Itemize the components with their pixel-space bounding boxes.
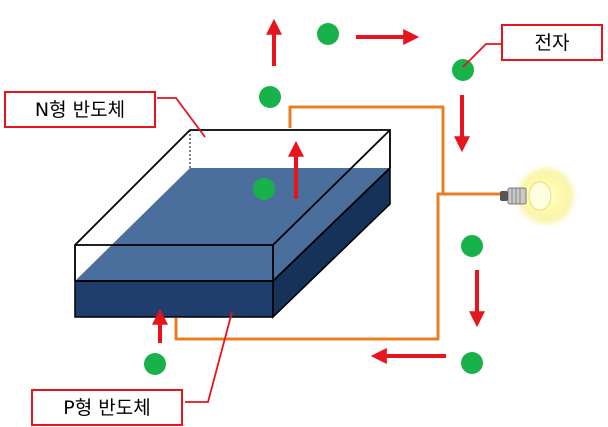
flow-arrows [152, 18, 485, 364]
callout-leaders [157, 43, 502, 403]
electron-dot-icon [461, 352, 483, 374]
electron-dot-icon [259, 86, 281, 108]
n-layer-top-face [75, 168, 390, 281]
electron-label: 전자 [535, 32, 570, 54]
electrons [144, 23, 483, 375]
p-type-label: P형 반도체 [63, 397, 150, 419]
electron-label-leader [462, 43, 502, 68]
electron-dot-icon [253, 178, 275, 200]
electron-dot-icon [144, 353, 166, 375]
electron-dot-icon [452, 59, 474, 81]
electron-dot-icon [317, 23, 339, 45]
wire-bottom [174, 192, 443, 341]
circuit-wire [174, 105, 500, 341]
p-layer-front-face [74, 280, 274, 318]
n-layer-outline [74, 129, 391, 282]
electron-dot-icon [461, 235, 483, 257]
n-type-label: N형 반도체 [35, 99, 125, 121]
n-label-leader [157, 97, 206, 138]
p-type-callout: P형 반도체 [31, 389, 183, 426]
electron-callout: 전자 [501, 24, 603, 61]
p-label-leader [185, 311, 233, 403]
wire-top [288, 105, 500, 196]
semiconductor-block [74, 129, 391, 319]
n-type-callout: N형 반도체 [4, 91, 156, 128]
light-bulb-icon [500, 162, 580, 230]
